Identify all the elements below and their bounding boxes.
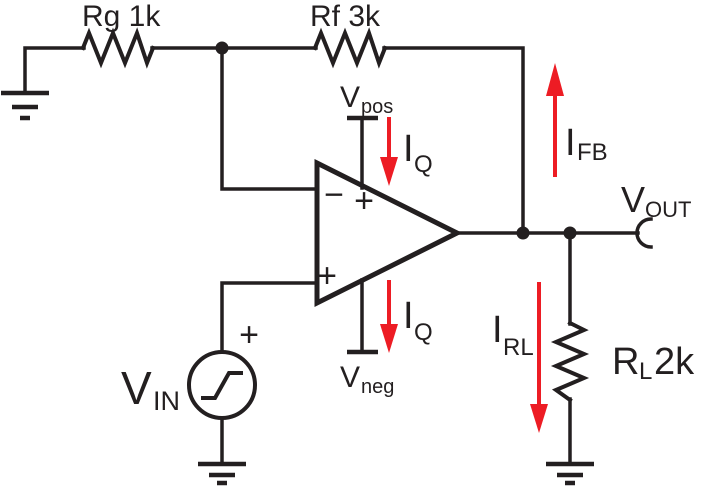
noninverting-input-marker: + (317, 257, 337, 295)
output-terminal (635, 217, 653, 249)
vneg-label-subscript: neg (361, 376, 394, 398)
rg-zigzag (80, 27, 156, 69)
wires (23, 46, 640, 466)
irl-label-symbol: I (492, 309, 503, 351)
iq-top-arrowhead-icon (380, 157, 398, 186)
vneg-supply: V neg (340, 278, 394, 398)
wire-junction-to-inverting-input (220, 46, 320, 191)
ifb-label-symbol: I (565, 122, 576, 164)
ground-symbol-vin (198, 461, 246, 486)
vpos-label-subscript: pos (361, 96, 393, 118)
rf-label: Rf 3k (310, 0, 381, 33)
rf-zigzag (312, 27, 388, 69)
vneg-label-symbol: V (340, 361, 360, 394)
junction-dot-load (563, 226, 577, 240)
iq-top-current: I Q (380, 117, 433, 186)
wire-ground-to-rg (23, 46, 86, 95)
wire-rf-to-output-node (382, 46, 525, 235)
iq-top-label-symbol: I (403, 128, 414, 170)
step-waveform-icon (201, 371, 243, 400)
vout-label-symbol: V (621, 179, 645, 220)
vout-label-subscript: OUT (645, 197, 691, 222)
irl-current: I RL (492, 282, 548, 433)
rf-resistor: Rf 3k (310, 0, 388, 69)
vpos-supply: V pos (340, 81, 393, 190)
iq-bottom-current: I Q (380, 280, 433, 353)
irl-label-subscript: RL (503, 334, 534, 361)
rl-resistor: R L 2k (550, 320, 695, 403)
iq-bottom-label-subscript: Q (414, 319, 433, 346)
vin-plus-sign: + (239, 316, 259, 354)
junction-dot-input (215, 41, 229, 55)
opamp-triangle (314, 158, 463, 308)
rl-label-subscript: L (639, 358, 652, 385)
rg-resistor: Rg 1k (80, 0, 161, 69)
rg-label: Rg 1k (82, 0, 161, 33)
wire-vin-to-noninverting-input (220, 281, 320, 354)
iq-bottom-label-symbol: I (403, 295, 414, 337)
iq-bottom-arrowhead-icon (380, 324, 398, 353)
ground-symbol-rl (546, 461, 594, 486)
vin-label-symbol: V (121, 362, 152, 414)
ifb-label-subscript: FB (577, 139, 608, 166)
inverting-input-marker: − (324, 176, 344, 214)
iq-top-label-subscript: Q (414, 151, 433, 178)
ifb-arrowhead-icon (546, 63, 564, 96)
output-node: V OUT (215, 41, 691, 249)
vin-source-circle (187, 350, 257, 420)
rl-label-symbol: R (612, 341, 639, 383)
vin-source: + V IN (121, 316, 259, 420)
ground-symbol-left (1, 90, 49, 121)
junction-dot-feedback (516, 226, 530, 240)
rl-label-value: 2k (654, 341, 695, 383)
irl-arrowhead-icon (530, 404, 548, 433)
rl-zigzag (550, 320, 590, 403)
ifb-current: I FB (546, 63, 608, 177)
vin-label-subscript: IN (153, 386, 180, 416)
opamp: − + + (314, 158, 463, 308)
positive-supply-marker: + (354, 182, 374, 220)
vpos-label-symbol: V (340, 81, 360, 114)
